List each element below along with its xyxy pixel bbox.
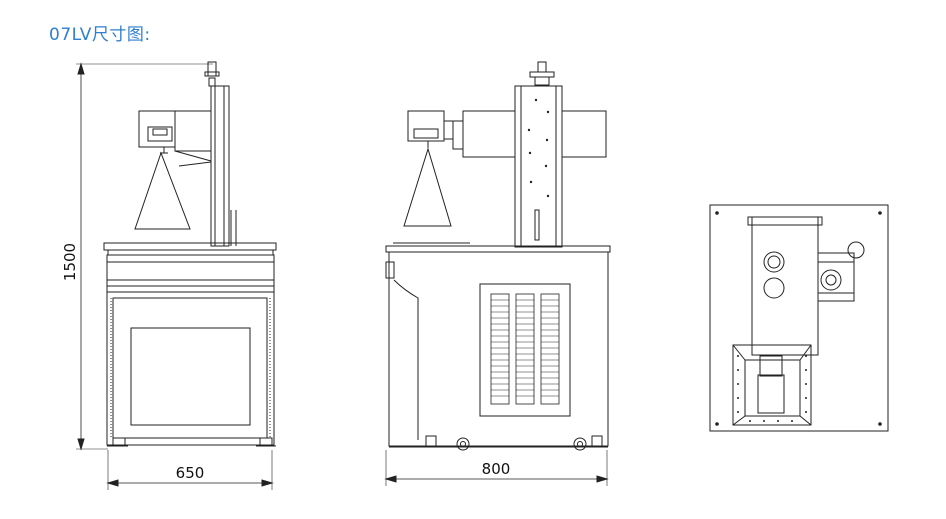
width-dimension-label: 650 bbox=[176, 464, 205, 482]
depth-dimension-label: 800 bbox=[482, 460, 511, 478]
front-view bbox=[76, 61, 277, 490]
page-title: 07LV尺寸图: bbox=[49, 25, 151, 45]
height-dimension-label: 1500 bbox=[61, 243, 79, 281]
top-view bbox=[709, 204, 889, 432]
side-view bbox=[384, 61, 611, 486]
